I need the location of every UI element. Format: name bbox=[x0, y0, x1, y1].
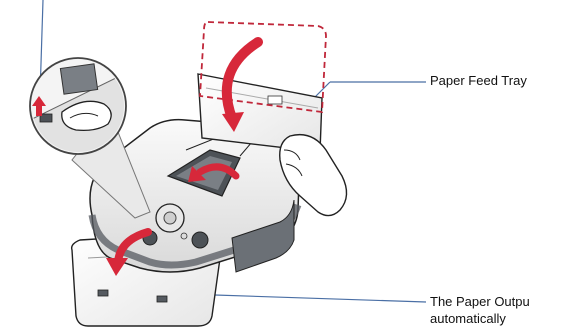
button-right bbox=[192, 232, 208, 248]
label-paper-feed-tray: Paper Feed Tray bbox=[430, 73, 527, 88]
callout-line-paper-output bbox=[215, 295, 426, 302]
button-small-3 bbox=[181, 233, 187, 239]
label-paper-output-line2: automatically bbox=[430, 311, 506, 326]
label-paper-output-line1: The Paper Outpu bbox=[430, 294, 530, 309]
